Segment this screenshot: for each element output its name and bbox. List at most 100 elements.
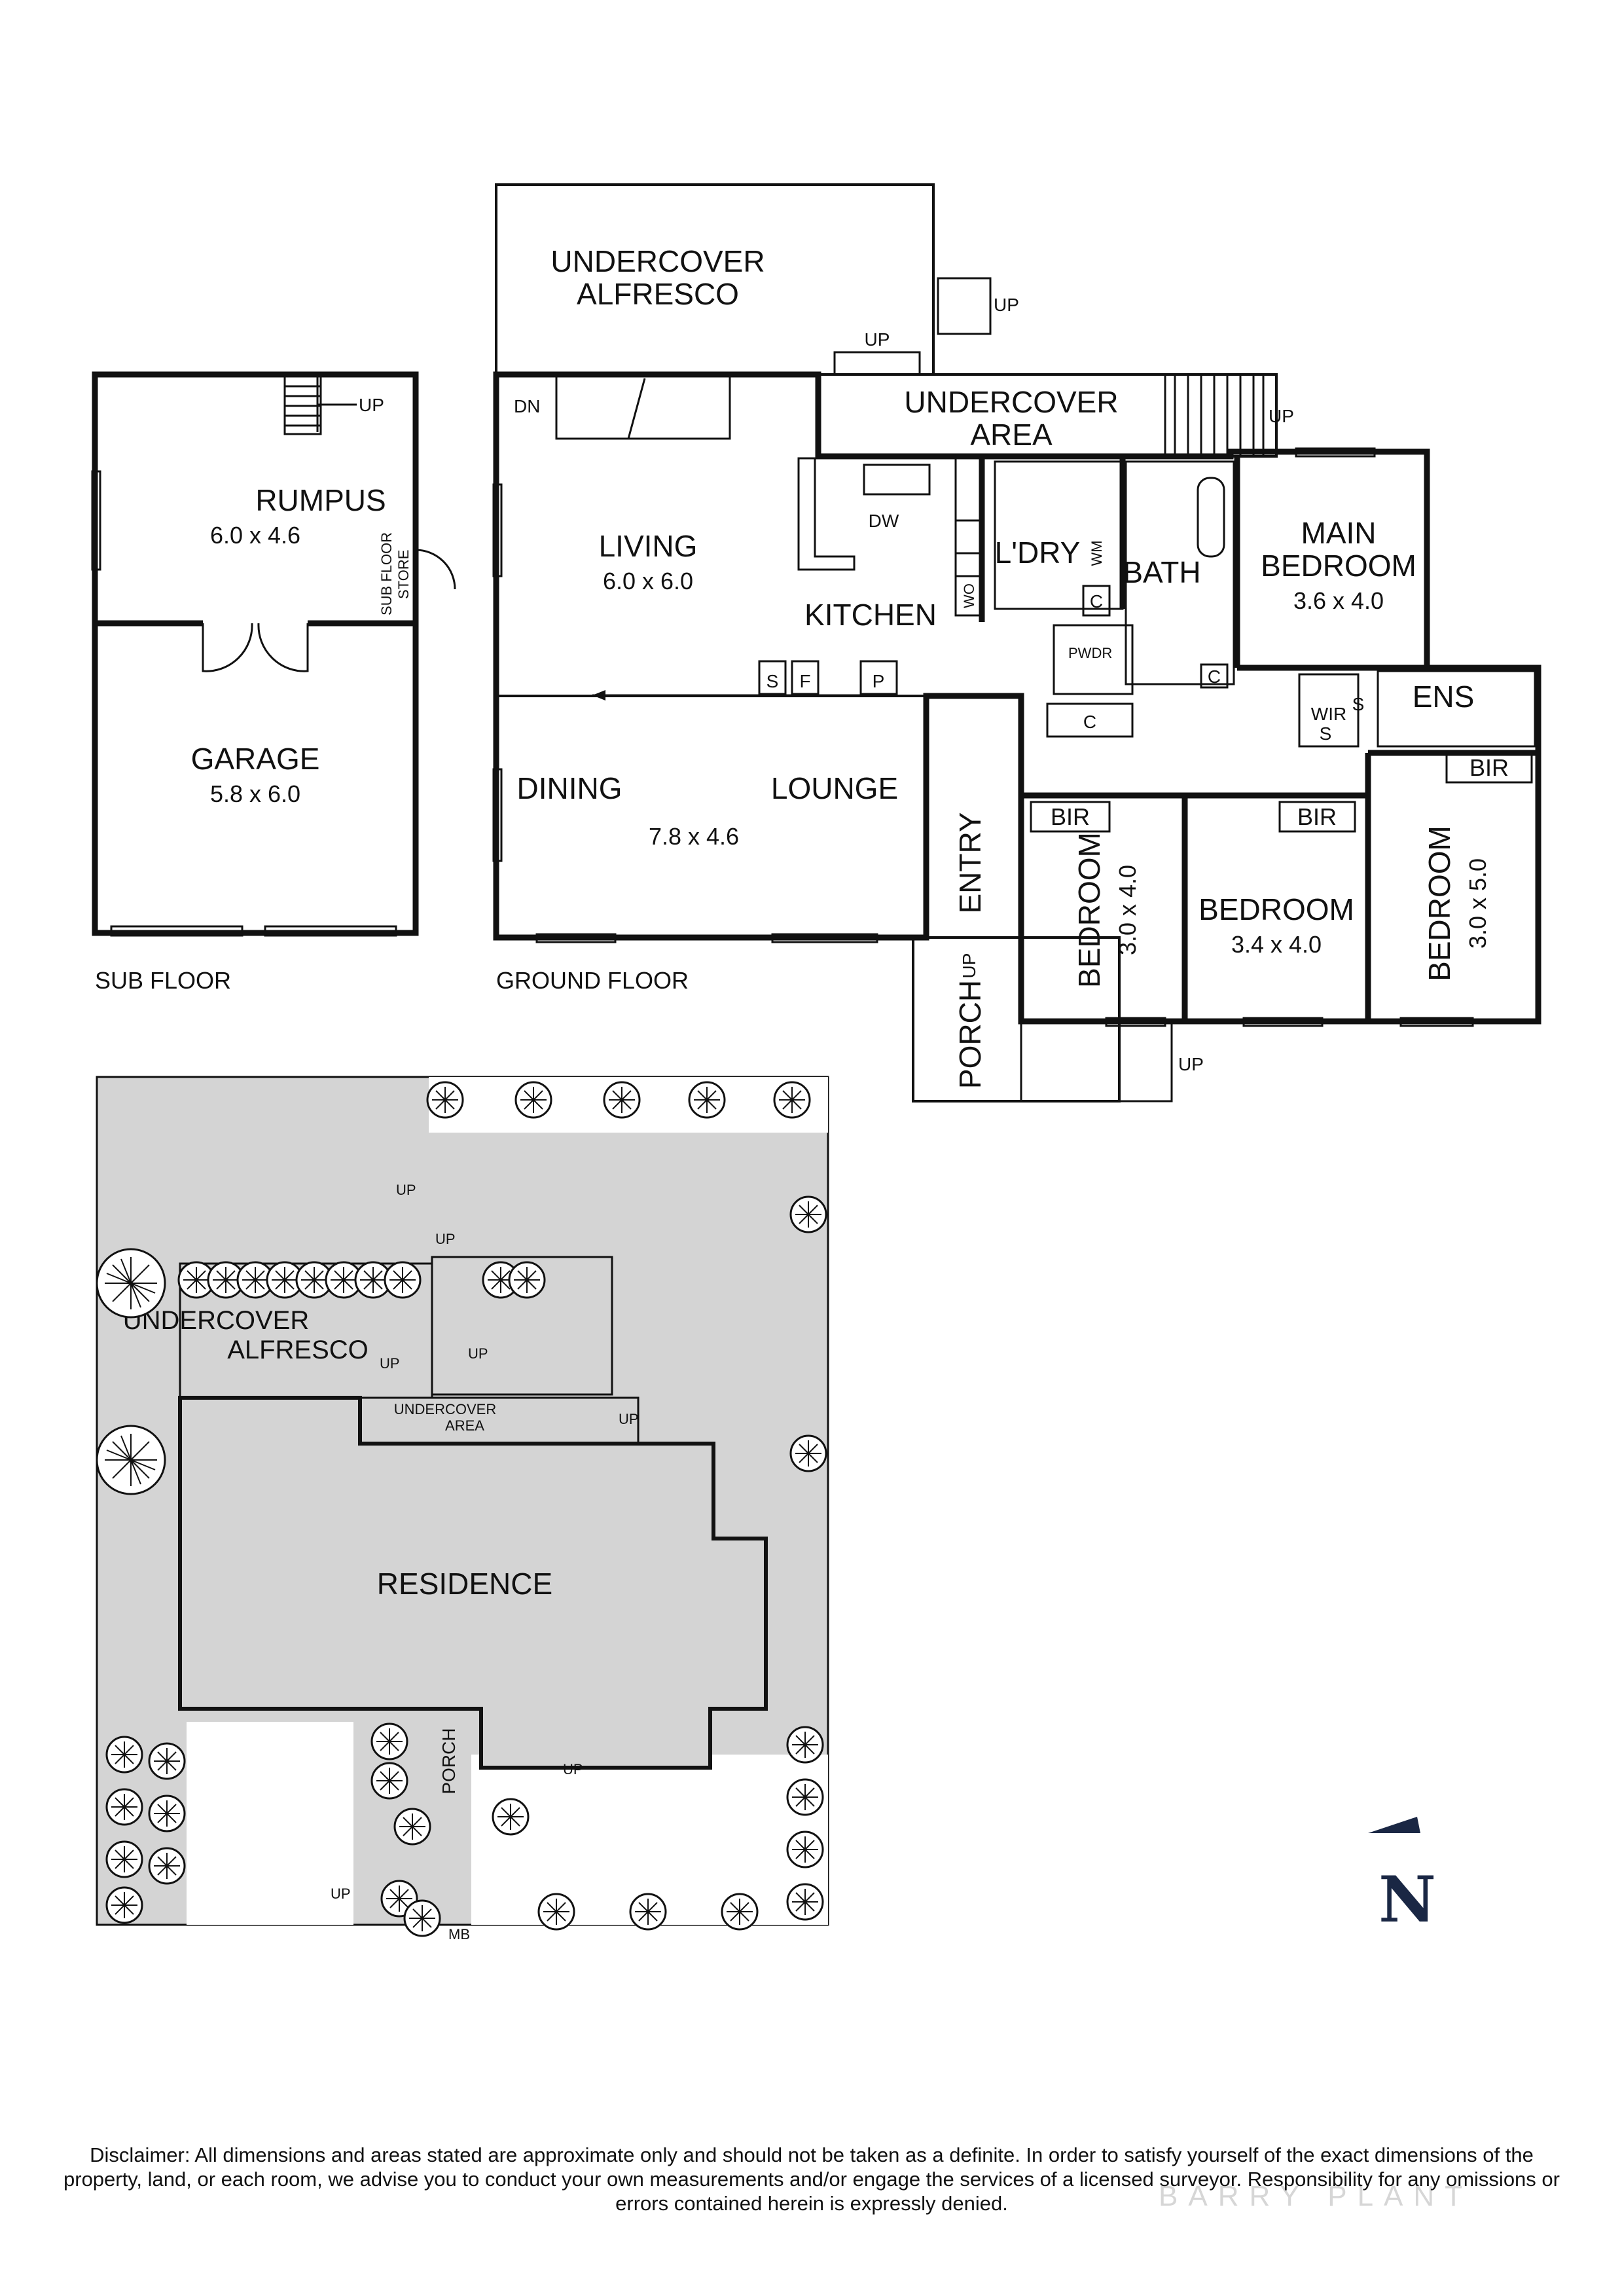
fixture-cupboard: C	[1083, 712, 1096, 732]
outdoor-area-line-1: UNDERCOVER	[904, 385, 1118, 419]
site-meter-box-label: MB	[448, 1926, 470, 1942]
fixture-bir: BIR	[1051, 803, 1090, 830]
room-name-garage: GARAGE	[191, 742, 320, 776]
stair-down-label: DN	[514, 396, 540, 416]
room-name-main-bedroom: BEDROOM	[1261, 549, 1416, 583]
tree-icon	[537, 1893, 575, 1931]
tree-icon	[426, 1081, 464, 1119]
fixture-dishwasher: DW	[869, 511, 899, 531]
fixture-s: S	[1352, 694, 1365, 714]
tree-icon	[789, 1195, 827, 1233]
room-dims-bedroom-4: 3.0 x 5.0	[1464, 858, 1491, 949]
room-name-kitchen: KITCHEN	[804, 598, 937, 632]
room-name-bedroom-4: BEDROOM	[1422, 826, 1456, 981]
alfresco-stair-up-label: UP	[865, 329, 890, 350]
site-porch-label: PORCH	[439, 1728, 459, 1794]
tree-icon	[403, 1899, 441, 1937]
tree-icon	[370, 1762, 408, 1800]
fixture-p: P	[873, 671, 885, 691]
north-compass: N	[1368, 1817, 1436, 1937]
tree-icon	[786, 1831, 824, 1868]
fixture-cupboard: C	[1208, 666, 1221, 687]
tree-icon	[786, 1726, 824, 1764]
tree-icon	[629, 1893, 667, 1931]
site-up-label: UP	[468, 1345, 488, 1362]
room-name-bath: BATH	[1123, 555, 1200, 589]
tree-icon	[786, 1883, 824, 1921]
room-name-laundry: L'DRY	[995, 536, 1081, 570]
tree-icon	[393, 1808, 431, 1846]
fixture-washing-machine: WM	[1089, 540, 1105, 566]
room-dims-bedroom-2: 3.0 x 4.0	[1114, 865, 1141, 955]
tree-icon	[603, 1081, 641, 1119]
room-name-dining: DINING	[517, 771, 622, 805]
room-name-living: LIVING	[599, 529, 698, 563]
tree-icon	[148, 1742, 186, 1780]
room-dims-garage: 5.8 x 6.0	[210, 780, 300, 807]
site-up-label: UP	[563, 1761, 583, 1777]
tree-icon	[492, 1798, 530, 1836]
room-name-porch: PORCH	[953, 980, 987, 1089]
site-up-label: UP	[331, 1886, 351, 1902]
site-area-line-1: UNDERCOVER	[394, 1401, 496, 1417]
stair-up-label: UP	[1269, 406, 1294, 426]
fixture-s: S	[766, 671, 779, 691]
fixture-bir: BIR	[1469, 754, 1509, 781]
tree-icon	[105, 1788, 143, 1826]
stair-up-label: UP	[994, 295, 1019, 315]
fixture-cupboard: C	[1090, 591, 1103, 611]
fixture-bir: BIR	[1297, 803, 1337, 830]
store-label-line-1: SUB FLOOR	[378, 532, 395, 615]
fixture-s: S	[1320, 723, 1332, 744]
room-name-main: MAIN	[1301, 516, 1377, 550]
tree-icon	[105, 1886, 143, 1924]
room-dims-main-bedroom: 3.6 x 4.0	[1293, 587, 1384, 614]
tree-icon	[514, 1081, 552, 1119]
tree-icon	[105, 1736, 143, 1774]
room-dims-living: 6.0 x 6.0	[603, 568, 693, 594]
site-up-label: UP	[380, 1355, 400, 1372]
ground-floor-plan: UNDERCOVER ALFRESCO UNDERCOVER AREA UP U…	[492, 183, 1541, 1102]
site-up-label: UP	[396, 1182, 416, 1198]
room-name-lounge: LOUNGE	[771, 771, 898, 805]
room-dims-rumpus: 6.0 x 4.6	[210, 522, 300, 549]
tree-icon	[508, 1261, 546, 1299]
disclaimer-text: Disclaimer: All dimensions and areas sta…	[63, 2143, 1560, 2215]
tree-icon	[384, 1261, 422, 1299]
outdoor-area-line-2: AREA	[970, 418, 1053, 452]
site-alfresco-line-1: UNDERCOVER	[123, 1306, 309, 1335]
floor-label-sub-floor: SUB FLOOR	[95, 967, 231, 994]
tree-icon	[688, 1081, 726, 1119]
site-area-line-2: AREA	[445, 1417, 484, 1434]
tree-icon	[789, 1434, 827, 1472]
outdoor-alfresco-line-2: ALFRESCO	[577, 277, 739, 311]
site-plan: UNDERCOVER ALFRESCO UNDERCOVER AREA RESI…	[96, 1076, 829, 1942]
tree-icon	[105, 1840, 143, 1878]
floor-label-ground-floor: GROUND FLOOR	[496, 967, 689, 994]
room-name-bedroom-3: BEDROOM	[1198, 892, 1354, 926]
sub-floor-plan: UP RUMPUS 6.0 x 4.6 GARAGE 5.8 x 6.0 SUB…	[91, 371, 456, 994]
room-name-powder: PWDR	[1068, 645, 1112, 661]
tree-icon	[96, 1425, 166, 1495]
room-dims-dining-lounge: 7.8 x 4.6	[649, 823, 739, 850]
site-alfresco-line-2: ALFRESCO	[227, 1336, 369, 1364]
brand-watermark: BARRY PLANT	[1159, 2180, 1473, 2212]
north-arrow-icon: N	[1379, 1863, 1436, 1937]
entry-stair-up-label: UP	[959, 953, 979, 979]
fixture-wir: WIR	[1311, 704, 1346, 724]
site-up-label: UP	[435, 1231, 456, 1247]
tree-icon	[148, 1847, 186, 1885]
room-name-ensuite: ENS	[1413, 680, 1475, 714]
outdoor-alfresco-line-1: UNDERCOVER	[550, 244, 765, 278]
tree-icon	[773, 1081, 811, 1119]
tree-icon	[370, 1722, 408, 1760]
fixture-f: F	[799, 671, 810, 691]
tree-icon	[721, 1893, 759, 1931]
sub-floor-stairs	[283, 375, 357, 435]
site-up-label: UP	[619, 1411, 639, 1427]
tree-icon	[786, 1778, 824, 1816]
room-name-rumpus: RUMPUS	[255, 483, 386, 517]
fixture-wall-oven: WO	[961, 583, 977, 608]
tree-icon	[96, 1248, 166, 1319]
